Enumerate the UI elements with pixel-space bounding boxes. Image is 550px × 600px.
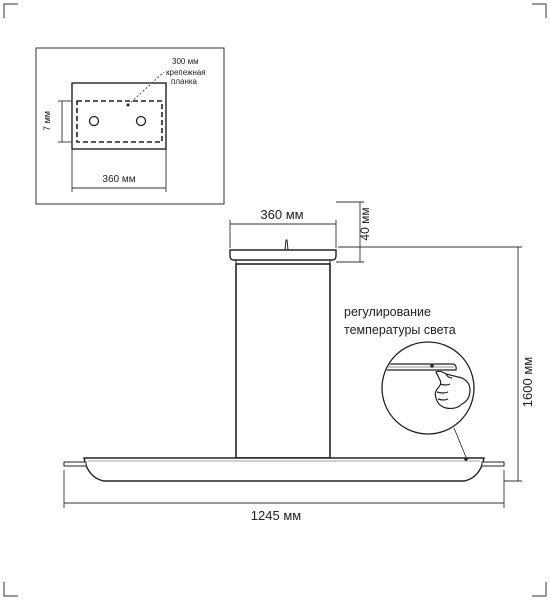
- bracket-leader-line: [127, 71, 165, 106]
- total-length-dimension: [63, 470, 505, 508]
- canopy-plate: [71, 82, 167, 150]
- mounting-detail-inset: 300 мм крепежная планка 7 мм 360 мм: [35, 47, 225, 205]
- suspension-frame: [235, 263, 331, 459]
- canopy-height-label: 40 мм: [358, 207, 372, 240]
- canopy-width-dimension: [229, 220, 337, 248]
- total-height-label: 1600 мм: [520, 357, 535, 407]
- bracket-label-line1: крепежная: [166, 68, 206, 77]
- inset-width-label: 360 мм: [102, 174, 135, 185]
- screw-hole-left: [88, 115, 100, 127]
- end-cap-left: [63, 461, 87, 467]
- total-height-dimension: [338, 246, 522, 482]
- callout-line2: температуры света: [344, 323, 456, 337]
- light-bar-body: [83, 457, 485, 482]
- plate-size-label: 300 мм: [172, 57, 199, 66]
- canopy: [229, 249, 337, 261]
- hand-icon: [434, 370, 471, 410]
- end-cap-right: [481, 461, 505, 467]
- temperature-control-callout: [381, 341, 475, 458]
- canopy-tab: [284, 239, 289, 251]
- mounting-bracket-dashed: [76, 100, 163, 143]
- frame-corner-marks: [3, 3, 547, 597]
- callout-line1: регулирование: [344, 305, 431, 319]
- bracket-leader-dot: [126, 103, 130, 107]
- total-length-label: 1245 мм: [251, 508, 301, 523]
- bracket-label-line2: планка: [171, 77, 198, 86]
- inset-frame: [35, 47, 225, 205]
- temperature-switch: [464, 457, 468, 461]
- pendant-lamp: [63, 239, 505, 482]
- callout-circle: [381, 341, 475, 435]
- callout-leader: [453, 427, 467, 458]
- inset-height-label: 7 мм: [42, 111, 52, 131]
- canopy-height-dimension: [336, 201, 364, 263]
- screw-hole-right: [135, 115, 147, 127]
- canopy-width-label: 360 мм: [260, 207, 303, 222]
